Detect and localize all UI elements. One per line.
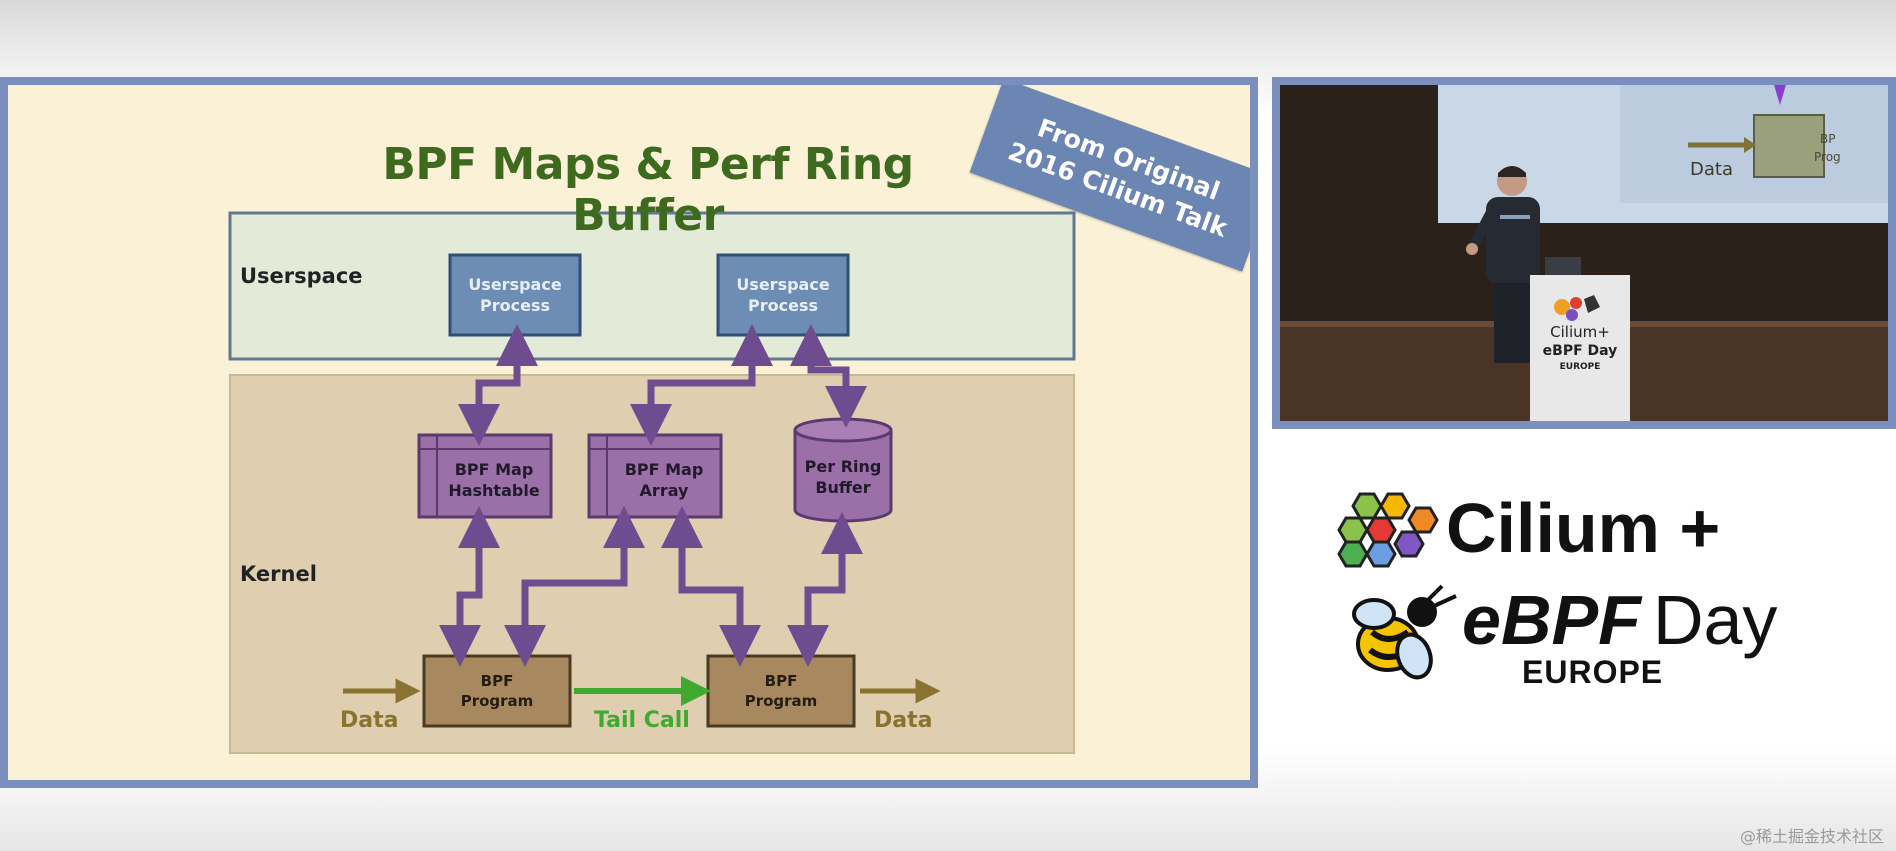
userspace-process-2-line2: Process [748,296,818,315]
arrow-ringbuffer-program2 [787,512,863,667]
arrow-process2-ringbuffer [790,324,867,428]
userspace-process-2-line1: Userspace [736,275,830,294]
ring-buffer-line2: Buffer [815,478,870,497]
userspace-process-1-line2: Process [480,296,550,315]
bpf-program-1-line2: Program [461,692,534,710]
map-hashtable-line1: BPF Map [455,460,534,479]
arrow-hashtable-program1 [439,506,500,667]
video-data-label: Data [1690,159,1733,180]
podium-line2: eBPF Day [1543,343,1618,359]
bpf-map-hashtable: BPF Map Hashtable [417,433,553,519]
bpf-program-2: BPF Program [706,654,856,728]
userspace-process-1-line1: Userspace [468,275,562,294]
podium-line3: EUROPE [1560,362,1601,372]
arrow-process1-hashtable [458,324,538,446]
ring-buffer-line1: Per Ring [805,457,882,476]
map-array-line2: Array [640,481,689,500]
bpf-program-1: BPF Program [422,654,572,728]
event-logo-line3: EUROPE [1522,654,1664,690]
watermark: @稀土掘金技术社区 [1739,827,1884,846]
ring-buffer-cylinder: Per Ring Buffer [793,417,893,523]
userspace-label: Userspace [240,264,363,288]
speaker-video: BP Prog Data Cilium+ eBPF Day [1272,77,1896,429]
data-in-label: Data [340,708,398,733]
speaker [1466,166,1540,363]
event-logo-line1: Cilium + [1446,489,1721,567]
tail-call-label: Tail Call [594,708,690,733]
svg-text:Prog: Prog [1814,150,1841,164]
arrow-program1-array [504,506,645,667]
slide-title: BPF Maps & Perf Ring Buffer [382,139,914,241]
slide-diagram: Userspace Kernel Userspace Process Users… [228,211,1076,754]
event-logo-line2-suffix: Day [1652,581,1778,659]
kernel-label: Kernel [240,562,317,586]
podium-line1: Cilium+ [1550,323,1610,341]
kernel-region [229,374,1075,754]
data-out-label: Data [874,708,932,733]
cilium-hex-icon [1337,492,1439,568]
slide-frame: Userspace Kernel Userspace Process Users… [0,77,1258,788]
map-array-line1: BPF Map [625,460,704,479]
userspace-process-2: Userspace Process [716,253,850,337]
arrow-array-program2 [661,506,761,667]
bpf-map-array: BPF Map Array [587,433,723,519]
event-logo-line2-bold: BPF [1500,581,1641,659]
podium: Cilium+ eBPF Day EUROPE [1530,275,1630,421]
bpf-program-2-line1: BPF [765,672,798,690]
event-logo-line2-prefix: e [1462,581,1501,659]
userspace-process-1: Userspace Process [448,253,582,337]
map-hashtable-line2: Hashtable [448,481,539,500]
bpf-program-2-line2: Program [745,692,818,710]
speaker-video-scene: BP Prog Data Cilium+ eBPF Day [1280,85,1888,421]
arrow-process2-array [630,324,773,446]
svg-text:BP: BP [1820,132,1835,146]
bpf-program-1-line1: BPF [481,672,514,690]
bee-icon [1352,584,1457,680]
